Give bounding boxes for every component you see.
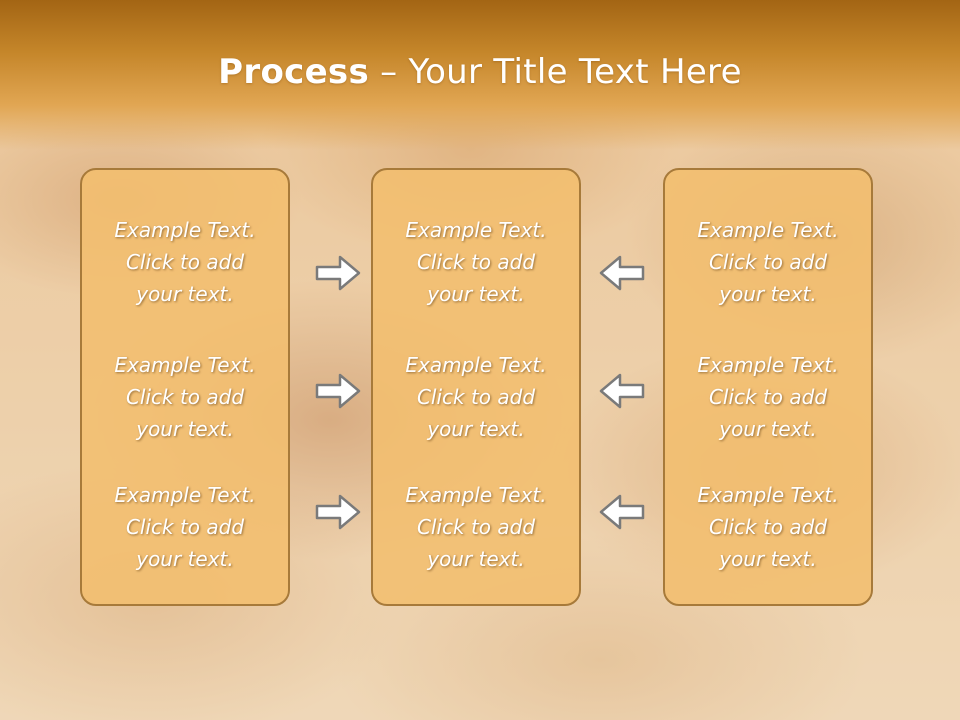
text-line: Click to add [708, 515, 828, 539]
title-banner [0, 0, 960, 150]
text-line: Click to add [125, 515, 245, 539]
text-line: Click to add [125, 385, 245, 409]
text-line: Click to add [125, 250, 245, 274]
process-box-center[interactable]: Example Text. Click to add your text. Ex… [371, 168, 581, 606]
text-line: Click to add [708, 385, 828, 409]
text-line: your text. [427, 417, 525, 441]
text-line: Click to add [416, 385, 536, 409]
box-text[interactable]: Example Text. Click to add your text. [82, 479, 288, 575]
box-text[interactable]: Example Text. Click to add your text. [82, 349, 288, 445]
text-line: Click to add [416, 515, 536, 539]
text-line: Example Text. [697, 483, 839, 507]
text-line: Example Text. [114, 218, 256, 242]
right-arrow-icon [315, 373, 361, 409]
text-line: your text. [427, 282, 525, 306]
text-line: Example Text. [697, 218, 839, 242]
box-text[interactable]: Example Text. Click to add your text. [373, 214, 579, 310]
text-line: Example Text. [697, 353, 839, 377]
text-line: Example Text. [405, 218, 547, 242]
box-text[interactable]: Example Text. Click to add your text. [373, 349, 579, 445]
process-box-left[interactable]: Example Text. Click to add your text. Ex… [80, 168, 290, 606]
text-line: your text. [427, 547, 525, 571]
text-line: your text. [136, 547, 234, 571]
text-line: your text. [719, 417, 817, 441]
text-line: your text. [136, 417, 234, 441]
text-line: Example Text. [405, 353, 547, 377]
title-bold-part: Process [218, 52, 370, 92]
right-arrow-icon [315, 494, 361, 530]
text-line: Click to add [708, 250, 828, 274]
text-line: your text. [136, 282, 234, 306]
title-rest-part: – Your Title Text Here [369, 52, 742, 92]
text-line: Example Text. [114, 483, 256, 507]
text-line: Example Text. [405, 483, 547, 507]
box-text[interactable]: Example Text. Click to add your text. [665, 214, 871, 310]
box-text[interactable]: Example Text. Click to add your text. [373, 479, 579, 575]
box-text[interactable]: Example Text. Click to add your text. [665, 349, 871, 445]
left-arrow-icon [599, 373, 645, 409]
text-line: Example Text. [114, 353, 256, 377]
text-line: Click to add [416, 250, 536, 274]
text-line: your text. [719, 547, 817, 571]
left-arrow-icon [599, 494, 645, 530]
text-line: your text. [719, 282, 817, 306]
box-text[interactable]: Example Text. Click to add your text. [665, 479, 871, 575]
box-text[interactable]: Example Text. Click to add your text. [82, 214, 288, 310]
right-arrow-icon [315, 255, 361, 291]
process-box-right[interactable]: Example Text. Click to add your text. Ex… [663, 168, 873, 606]
left-arrow-icon [599, 255, 645, 291]
slide-title[interactable]: Process – Your Title Text Here [0, 52, 960, 92]
